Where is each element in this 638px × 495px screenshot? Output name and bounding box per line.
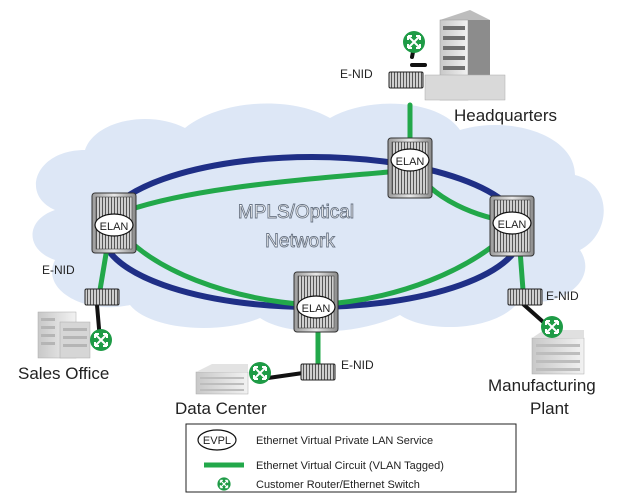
legend-switch-text: Customer Router/Ethernet Switch — [256, 479, 420, 491]
enid-device-manufacturing — [507, 288, 543, 306]
enid-label-manufacturing: E-NID — [546, 289, 579, 303]
legend-evpl-symbol — [197, 429, 237, 451]
router-switch-icon — [402, 30, 426, 54]
router-switch-icon — [89, 328, 113, 352]
elan-label: ELAN — [100, 221, 129, 233]
site-label-data-center: Data Center — [175, 399, 267, 418]
legend-evpl-text: Ethernet Virtual Private LAN Service — [256, 435, 433, 447]
sales-office-building — [37, 311, 91, 359]
legend-box — [185, 423, 517, 493]
enid-label-datacenter: E-NID — [341, 358, 374, 372]
network-title-line1: MPLS/Optical — [238, 202, 354, 223]
elan-label: ELAN — [396, 156, 425, 168]
elan-node-left: ELAN — [91, 192, 137, 254]
elan-label: ELAN — [498, 219, 527, 231]
legend: EVPL Ethernet Virtual Private LAN Servic… — [185, 423, 517, 493]
elan-node-right: ELAN — [489, 195, 535, 257]
enid-device-datacenter — [300, 363, 336, 381]
site-label-manufacturing: Manufacturing — [488, 376, 596, 395]
manufacturing-building — [531, 330, 585, 375]
legend-evpl-symbol-text: EVPL — [203, 435, 231, 447]
enid-label-headquarters: E-NID — [340, 67, 373, 81]
elan-node-top: ELAN — [387, 137, 433, 199]
legend-circuit-text: Ethernet Virtual Circuit (VLAN Tagged) — [256, 460, 444, 472]
elan-label: ELAN — [302, 303, 331, 315]
router-switch-icon — [248, 361, 272, 385]
enid-device-headquarters — [388, 71, 424, 89]
legend-switch-icon — [216, 476, 232, 492]
site-label-sales-office: Sales Office — [18, 364, 109, 383]
router-switch-icon — [540, 315, 564, 339]
virtual-circuit-access — [97, 102, 526, 368]
site-label-headquarters: Headquarters — [454, 106, 557, 125]
headquarters-building — [424, 10, 506, 101]
data-center-building — [195, 364, 249, 395]
network-title-line2: Network — [265, 231, 335, 252]
network-cloud — [32, 103, 604, 332]
enid-label-sales: E-NID — [42, 263, 75, 277]
site-label-plant: Plant — [530, 399, 569, 418]
enid-device-sales — [84, 288, 120, 306]
elan-node-bottom: ELAN — [293, 271, 339, 333]
